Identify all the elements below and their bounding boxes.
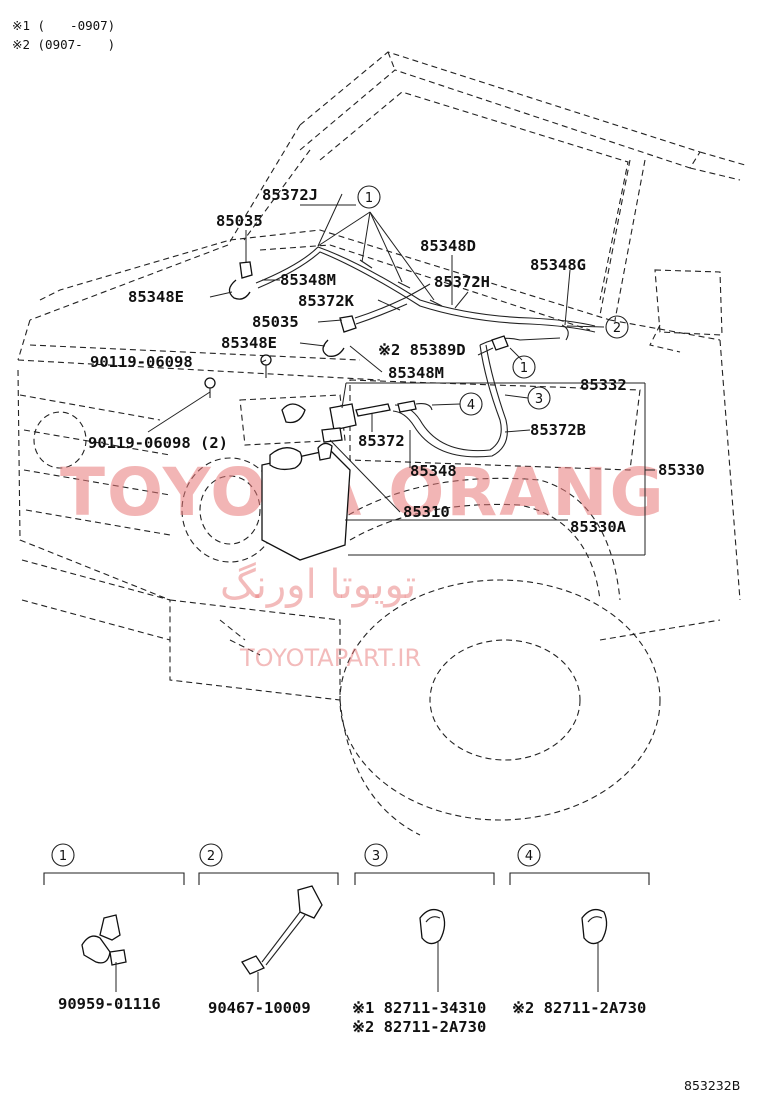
bolt-90119-06098-pair <box>204 377 216 398</box>
joint-85389D <box>491 335 509 351</box>
bolt-90119-06098 <box>260 354 272 378</box>
hose-clip-icon <box>419 908 446 945</box>
label-85372: 85372 <box>358 432 405 450</box>
legend-part-3a: ※1 82711-34310 <box>352 999 486 1017</box>
figure-ref: 853232B <box>684 1078 740 1093</box>
part-labels: 85372J 85035 85348D 85348G 85348M 85372H… <box>88 186 705 536</box>
label-85348M-a: 85348M <box>280 271 336 289</box>
label-85372K: 85372K <box>298 292 355 310</box>
legend-part-2: 90467-10009 <box>208 999 311 1017</box>
label-85372B: 85372B <box>530 421 586 439</box>
legend-part-1: 90959-01116 <box>58 995 161 1013</box>
washer-tank <box>261 403 351 561</box>
note-line-2: ※2 (0907- ) <box>12 37 115 52</box>
legend-item-3: 3 ※1 82711-34310 ※2 82711-2A730 <box>352 843 495 1036</box>
hose-85372 <box>355 403 391 417</box>
label-85332: 85332 <box>580 376 627 394</box>
legend-part-4: ※2 82711-2A730 <box>512 999 646 1017</box>
label-85330A: 85330A <box>570 518 627 536</box>
clip-icon <box>99 914 121 941</box>
callout-4: 4 <box>467 398 475 413</box>
legend-number-3: 3 <box>372 849 380 864</box>
legend-item-1: 1 90959-01116 <box>43 843 185 1013</box>
label-85348D: 85348D <box>420 237 476 255</box>
legend-number-2: 2 <box>207 849 215 864</box>
legend-item-2: 2 90467-10009 <box>198 843 339 1017</box>
label-85035-b: 85035 <box>252 313 299 331</box>
label-85372J: 85372J <box>262 186 318 204</box>
legend-number-4: 4 <box>525 849 533 864</box>
label-90119-06098-2: 90119-06098 (2) <box>88 434 228 452</box>
hose-clip-icon-2 <box>581 908 608 945</box>
label-85348E-a: 85348E <box>128 288 184 306</box>
legend: 1 90959-01116 2 90467-10009 3 <box>43 843 650 1036</box>
legend-number-1: 1 <box>59 849 67 864</box>
leader-lines <box>147 193 655 556</box>
label-85348M-b: 85348M <box>388 364 444 382</box>
callout-3: 3 <box>535 392 543 407</box>
watermark-main: TOYOTA ORANG <box>60 454 666 531</box>
nozzle-right <box>322 315 357 357</box>
watermark-farsi: تویوتا اورنگ <box>220 562 416 608</box>
note-line-1: ※1 ( -0907) <box>12 18 115 33</box>
joint-4 <box>397 400 417 413</box>
washer-pump <box>321 403 357 443</box>
label-85310: 85310 <box>403 503 450 521</box>
callout-1-top: 1 <box>365 191 373 206</box>
label-85348G: 85348G <box>530 256 586 274</box>
legend-part-3b: ※2 82711-2A730 <box>352 1018 486 1036</box>
nozzle-left <box>228 261 253 300</box>
washer-hoses <box>255 246 596 458</box>
label-85372H: 85372H <box>434 273 490 291</box>
label-85348E-b: 85348E <box>221 334 277 352</box>
label-90119-06098: 90119-06098 <box>90 353 193 371</box>
callout-1-lower: 1 <box>520 361 528 376</box>
watermark-site: TOYOTAPART.IR <box>239 644 421 672</box>
callouts: 1 2 1 3 4 <box>357 185 629 416</box>
label-85330: 85330 <box>658 461 705 479</box>
callout-2: 2 <box>613 321 621 336</box>
clamp-icon <box>297 885 323 919</box>
label-85389D: ※2 85389D <box>378 341 466 359</box>
label-85348: 85348 <box>410 462 457 480</box>
legend-item-4: 4 ※2 82711-2A730 <box>509 843 650 1017</box>
label-85035-a: 85035 <box>216 212 263 230</box>
